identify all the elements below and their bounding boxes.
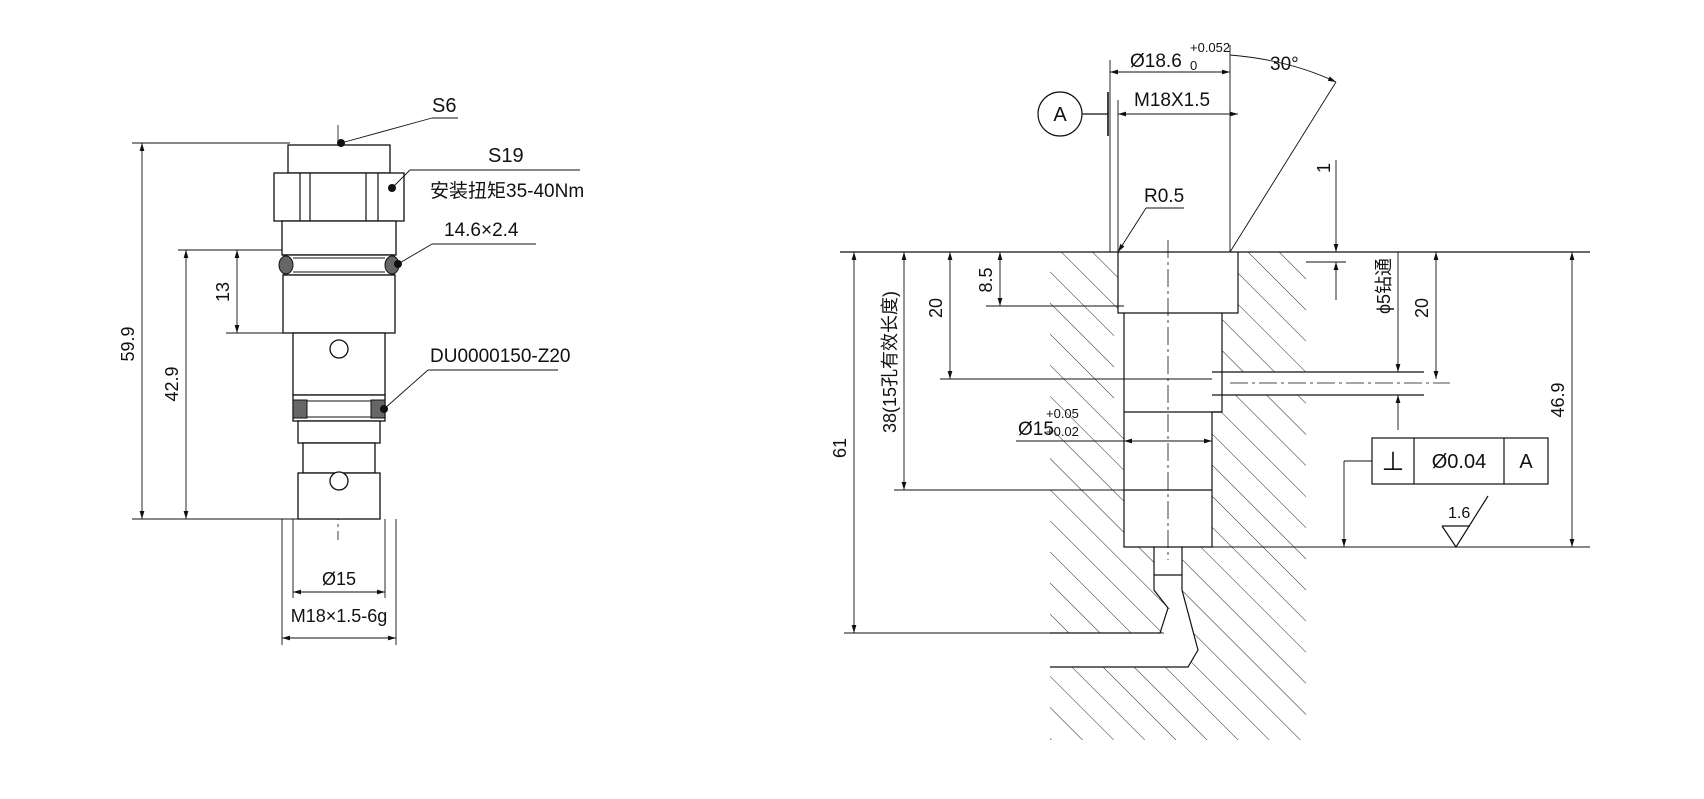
surface-roughness-symbol: 1.6 bbox=[1441, 495, 1489, 549]
roughness-value: 1.6 bbox=[1448, 505, 1470, 522]
dim-dia15-tol-upper: +0.05 bbox=[1046, 406, 1079, 421]
dim-61: 61 bbox=[830, 438, 850, 458]
dim-8-5: 8.5 bbox=[976, 267, 996, 292]
s19-hex-nut bbox=[273, 172, 405, 222]
spool-body-mid bbox=[297, 420, 381, 444]
dim-dia15-tol-lower: +0.02 bbox=[1046, 424, 1079, 439]
fcf-tolerance-value: Ø0.04 bbox=[1432, 451, 1486, 473]
dim-thread-m18: M18X1.5 bbox=[1134, 90, 1210, 111]
fcf-datum-ref: A bbox=[1519, 451, 1533, 473]
dim-radius: R0.5 bbox=[1144, 186, 1184, 207]
label-s6: S6 bbox=[432, 95, 456, 117]
dim-13: 13 bbox=[213, 282, 233, 302]
cavity-view: Ø18.6 +0.052 0 30° M18X1.5 A R0.5 1 8.5 … bbox=[830, 40, 1590, 740]
port-hole-upper bbox=[329, 339, 349, 359]
dim-angle: 30° bbox=[1270, 54, 1299, 75]
dim-20-left: 20 bbox=[926, 298, 946, 318]
port-hole-lower bbox=[329, 471, 349, 491]
seal-left bbox=[292, 399, 308, 419]
feature-control-frame: ⊥ Ø0.04 A bbox=[1371, 437, 1549, 485]
dim-thread: M18×1.5-6g bbox=[291, 606, 388, 626]
dim-dia15: Ø15 bbox=[322, 569, 356, 589]
label-seal-code: DU0000150-Z20 bbox=[430, 346, 570, 367]
dim-effective-length: 38(15孔有效长度) bbox=[880, 291, 900, 433]
dim-1: 1 bbox=[1314, 163, 1334, 173]
label-torque: 安装扭矩35-40Nm bbox=[430, 180, 584, 202]
dim-body-length: 42.9 bbox=[162, 366, 182, 401]
note-drill-through: ϕ5钻通 bbox=[1374, 258, 1394, 314]
s6-top-cap bbox=[287, 144, 391, 174]
dim-bore-tol-upper: +0.052 bbox=[1190, 40, 1230, 55]
label-oring-size: 14.6×2.4 bbox=[444, 220, 519, 241]
dim-20-right: 20 bbox=[1412, 298, 1432, 318]
datum-a-label: A bbox=[1053, 104, 1067, 126]
oring-top-left bbox=[278, 255, 294, 275]
cartridge-neck bbox=[281, 220, 397, 256]
thread-section bbox=[282, 274, 396, 334]
dim-bore-tol-lower: 0 bbox=[1190, 58, 1197, 73]
fcf-perpendicularity-symbol: ⊥ bbox=[1382, 446, 1405, 476]
label-s19: S19 bbox=[488, 145, 524, 167]
spool-body-lower bbox=[302, 442, 376, 474]
dim-bore-dia: Ø18.6 bbox=[1130, 51, 1182, 72]
cartridge-view: 59.9 42.9 13 Ø15 M18×1.5-6g S6 S19 安装扭矩3… bbox=[118, 95, 584, 645]
dim-46-9: 46.9 bbox=[1548, 382, 1568, 417]
dim-total-length: 59.9 bbox=[118, 326, 138, 361]
dim-dia15-cavity: Ø15 bbox=[1018, 419, 1054, 440]
